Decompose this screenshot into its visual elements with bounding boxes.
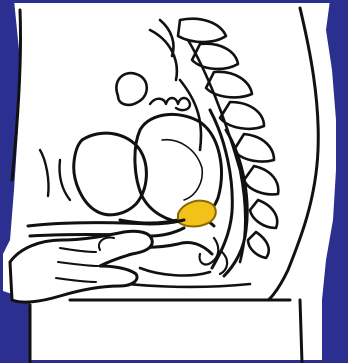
illustration (0, 0, 348, 363)
pelvic-diagram (0, 0, 348, 363)
